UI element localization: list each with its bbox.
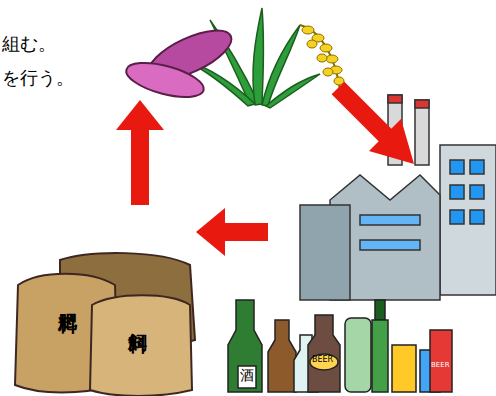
rice-grain [307,40,317,48]
bottle [372,320,388,392]
rice-grain [323,68,333,76]
can-label: BEER [431,362,450,370]
rice-leaf [266,74,320,108]
sweet-potatoes [123,21,238,104]
window [450,210,464,224]
bottles [228,300,452,392]
factory-building [300,205,350,300]
window [360,240,420,250]
window [470,210,484,224]
bottle [268,320,296,392]
arrow-body [131,128,149,205]
rice-leaf [253,8,264,105]
rice-grain [320,44,332,52]
window [470,160,484,174]
window [450,185,464,199]
cut-text: 組む。 [2,34,56,54]
bottle-label [238,366,256,388]
arrow-head [369,119,414,164]
factory [300,95,496,300]
can [392,345,416,392]
window [360,215,420,225]
bottle [228,300,262,392]
bottle [308,315,340,392]
can [430,330,452,392]
arrow-head [196,208,225,256]
arrow-head [116,100,164,130]
rice-grain [302,26,314,34]
bottle-label: BEER [312,356,333,365]
chimney-band [415,100,429,108]
bottle [375,300,385,320]
bottle-label [310,354,338,370]
window [450,160,464,174]
bottle-label: 酒 [240,368,254,383]
factory-building [440,145,496,295]
chimney-band [388,95,402,103]
window [470,185,484,199]
sweet-potato [123,56,208,104]
cut-text: を行う。 [2,68,74,88]
arrow-body [223,223,268,241]
rice-grain [317,54,327,62]
chimney [415,100,429,165]
sack [90,295,192,396]
plastic-bottle [345,318,371,392]
sacks [15,253,195,396]
arrow-body [338,88,387,137]
rice-grains [300,25,344,90]
cycle-arrows [116,88,414,256]
rice-grain [326,55,338,63]
